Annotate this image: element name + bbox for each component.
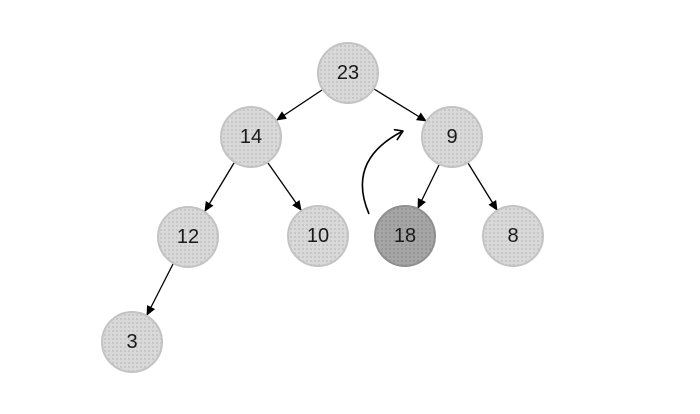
node-value: 3 <box>126 330 138 353</box>
node-value: 8 <box>507 224 519 247</box>
edge-14-10 <box>267 162 302 211</box>
edge-9-8 <box>467 162 498 211</box>
node-value: 9 <box>446 125 458 148</box>
node-value: 18 <box>393 224 417 247</box>
annotation-arrow-18-to-9 <box>361 128 404 215</box>
node-value: 23 <box>336 61 360 84</box>
tree-node-23: 23 <box>317 42 379 104</box>
tree-node-18-highlighted: 18 <box>374 205 436 267</box>
tree-node-14: 14 <box>220 106 282 168</box>
tree-node-8: 8 <box>482 205 544 267</box>
tree-node-3: 3 <box>101 311 163 373</box>
edge-23-9 <box>373 88 427 122</box>
tree-node-12: 12 <box>157 206 219 268</box>
node-value: 12 <box>176 225 200 248</box>
tree-node-9: 9 <box>421 106 483 168</box>
edge-23-14 <box>276 89 323 121</box>
node-value: 14 <box>239 125 263 148</box>
edge-9-18 <box>417 164 440 209</box>
edge-12-3 <box>146 263 174 316</box>
node-value: 10 <box>306 224 330 247</box>
tree-node-10: 10 <box>287 205 349 267</box>
edge-14-12 <box>204 162 235 212</box>
